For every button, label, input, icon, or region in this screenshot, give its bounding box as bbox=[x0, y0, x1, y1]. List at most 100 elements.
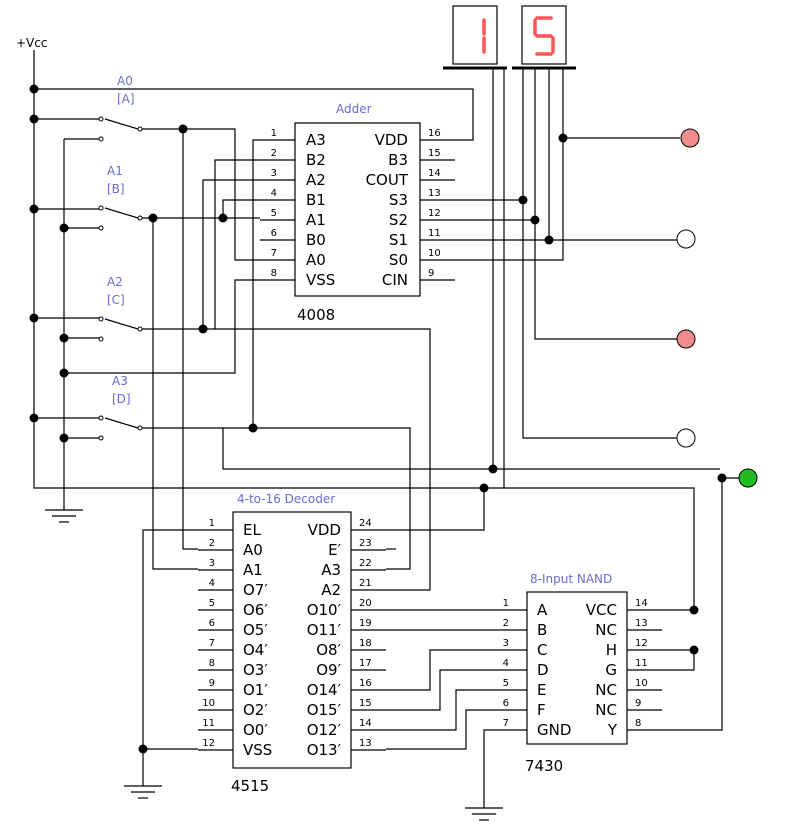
junction-dot bbox=[198, 324, 208, 334]
decoder-pin-21: E′ bbox=[328, 541, 341, 559]
switch-contact bbox=[98, 136, 104, 142]
switch-contact bbox=[98, 116, 104, 122]
adder-title: Adder bbox=[336, 102, 372, 116]
decoder-pin-6: O4′ bbox=[243, 641, 268, 659]
adder-pin-number: 5 bbox=[271, 208, 277, 219]
adder-pin-number: 9 bbox=[428, 268, 434, 279]
adder-body bbox=[294, 122, 421, 297]
wire bbox=[386, 669, 492, 711]
switch-a1[interactable]: A1[B] bbox=[98, 164, 143, 231]
junction-dot bbox=[518, 195, 528, 205]
junction-dot bbox=[29, 84, 39, 94]
nand-pin-number: 5 bbox=[503, 678, 509, 689]
decoder-pin-27: O9′ bbox=[316, 661, 341, 679]
wires bbox=[33, 50, 739, 808]
wire bbox=[386, 649, 492, 691]
nand-pin-number: 10 bbox=[635, 678, 648, 689]
nand-pin-23: G bbox=[605, 661, 617, 679]
adder-pin-22: COUT bbox=[366, 171, 409, 189]
decoder-pin-number: 9 bbox=[209, 678, 215, 689]
decoder-pin-23: A2 bbox=[321, 581, 341, 599]
ground-symbol bbox=[465, 807, 503, 821]
decoder-part-number: 4515 bbox=[231, 777, 269, 795]
switch-pivot bbox=[137, 126, 143, 132]
switch-pivot bbox=[137, 425, 143, 431]
decoder-pin-1: A0 bbox=[243, 541, 263, 559]
junction-dot bbox=[488, 464, 498, 474]
decoder-pin-2: A1 bbox=[243, 561, 263, 579]
nand-pin-number: 3 bbox=[503, 638, 509, 649]
decoder-pin-0: EL bbox=[243, 521, 261, 539]
nand-pin-number: 2 bbox=[503, 618, 509, 629]
switch-a3[interactable]: A3[D] bbox=[98, 374, 143, 441]
led-s3 bbox=[680, 128, 700, 148]
decoder-pin-number: 23 bbox=[359, 538, 372, 549]
switch-a0[interactable]: A0[A] bbox=[98, 74, 143, 142]
wire bbox=[182, 129, 198, 550]
junction-dot bbox=[29, 313, 39, 323]
decoder-pin-number: 14 bbox=[359, 718, 372, 729]
adder-pin-21: B3 bbox=[388, 151, 408, 169]
wire bbox=[140, 427, 411, 570]
decoder-pin-29: O15′ bbox=[307, 701, 342, 719]
switch-alias: [C] bbox=[107, 293, 125, 307]
wire bbox=[222, 199, 260, 218]
decoder-pin-number: 11 bbox=[202, 718, 215, 729]
junctions bbox=[29, 84, 727, 754]
decoder-pin-number: 8 bbox=[209, 658, 215, 669]
adder-pin-number: 1 bbox=[271, 128, 277, 139]
decoder-pin-number: 17 bbox=[359, 658, 372, 669]
wire bbox=[455, 199, 678, 439]
decoder-pin-number: 22 bbox=[359, 558, 372, 569]
junction-dot bbox=[59, 368, 69, 378]
adder-pin-number: 8 bbox=[271, 268, 277, 279]
switch-blade[interactable] bbox=[104, 118, 139, 130]
decoder-pin-number: 6 bbox=[209, 618, 215, 629]
nand-pin-5: F bbox=[537, 701, 546, 719]
decoder-pin-9: O2′ bbox=[243, 701, 268, 719]
adder-pin-number: 16 bbox=[428, 128, 441, 139]
nand-pin-20: VCC bbox=[586, 601, 617, 619]
wire bbox=[64, 279, 260, 374]
led-y bbox=[738, 468, 758, 488]
nand-pin-number: 7 bbox=[503, 718, 509, 729]
wire bbox=[142, 529, 198, 786]
junction-dot bbox=[479, 483, 489, 493]
decoder-pin-7: O3′ bbox=[243, 661, 268, 679]
switch-pivot bbox=[137, 326, 143, 332]
wire bbox=[662, 649, 695, 671]
decoder-pin-number: 19 bbox=[359, 618, 372, 629]
adder-pin-20: VDD bbox=[375, 131, 408, 149]
decoder-pin-8: O1′ bbox=[243, 681, 268, 699]
decoder-pin-number: 4 bbox=[209, 578, 215, 589]
junction-dot bbox=[29, 204, 39, 214]
adder-pin-24: S2 bbox=[389, 211, 408, 229]
wire bbox=[386, 488, 485, 531]
adder-pin-5: B0 bbox=[306, 231, 326, 249]
nand-pin-6: GND bbox=[537, 721, 571, 739]
switch-pivot bbox=[137, 215, 143, 221]
junction-dot bbox=[59, 433, 69, 443]
decoder-pin-10: O0′ bbox=[243, 721, 268, 739]
switch-a2[interactable]: A2[C] bbox=[98, 275, 143, 342]
nand-pin-2: C bbox=[537, 641, 547, 659]
switch-blade[interactable] bbox=[104, 318, 139, 330]
nand-pin-0: A bbox=[537, 601, 548, 619]
decoder-pin-31: O13′ bbox=[307, 741, 342, 759]
switch-blade[interactable] bbox=[104, 207, 139, 219]
junction-dot bbox=[29, 114, 39, 124]
wire bbox=[386, 709, 492, 750]
decoder-pin-number: 24 bbox=[359, 518, 372, 529]
switch-blade[interactable] bbox=[104, 417, 139, 429]
decoder-pin-22: A3 bbox=[321, 561, 341, 579]
adder-pin-6: A0 bbox=[306, 251, 326, 269]
wire bbox=[252, 139, 260, 428]
decoder-pin-number: 16 bbox=[359, 678, 372, 689]
wire bbox=[222, 428, 720, 470]
nand-pin-number: 12 bbox=[635, 638, 648, 649]
decoder-pin-number: 7 bbox=[209, 638, 215, 649]
adder-part-number: 4008 bbox=[297, 306, 335, 324]
adder-pin-number: 14 bbox=[428, 168, 441, 179]
